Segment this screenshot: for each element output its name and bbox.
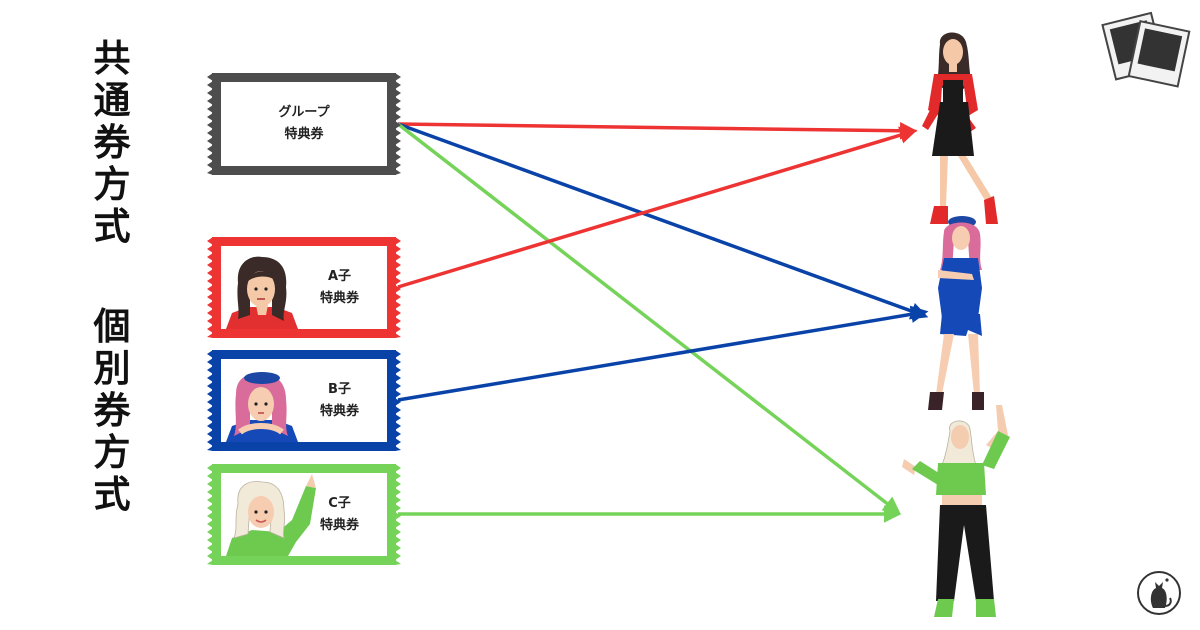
arrow-group-to-a xyxy=(397,122,918,140)
member-a-figure xyxy=(922,32,998,224)
ticket-text: A子 特典券 xyxy=(292,237,387,338)
ticket-b: B子 特典券 xyxy=(207,350,401,451)
ticket-a: A子 特典券 xyxy=(207,237,401,338)
ticket-edge-left xyxy=(207,350,213,451)
arrow-group-to-c xyxy=(396,122,901,515)
label-common-ticket-method: 共 通 券 方 式 xyxy=(93,37,131,248)
member-c-figure xyxy=(902,405,1010,617)
ticket-title: A子 xyxy=(327,268,352,284)
ticket-group: グループ 特典券 xyxy=(207,73,401,175)
photo-prints-icon xyxy=(1101,11,1191,88)
ticket-edge-right xyxy=(395,350,401,451)
cat-logo-icon xyxy=(1137,571,1181,615)
ticket-title: グループ xyxy=(278,105,330,120)
ticket-edge-left xyxy=(207,464,213,565)
arrow-a-to-a xyxy=(397,126,918,289)
label-individual-ticket-method: 個 別 券 方 式 xyxy=(93,305,131,516)
ticket-subtitle: 特典券 xyxy=(284,127,324,142)
ticket-c: C子 特典券 xyxy=(207,464,401,565)
ticket-edge-left xyxy=(207,73,213,175)
ticket-text: C子 特典券 xyxy=(292,464,387,565)
ticket-title: C子 xyxy=(328,495,351,511)
member-a-portrait-icon xyxy=(226,256,298,329)
ticket-subtitle: 特典券 xyxy=(319,290,359,306)
ticket-edge-right xyxy=(395,73,401,175)
arrow-b-to-b xyxy=(397,305,929,402)
ticket-text: B子 特典券 xyxy=(292,350,387,451)
ticket-subtitle: 特典券 xyxy=(319,517,359,533)
member-b-portrait-icon xyxy=(226,372,298,442)
arrow-group-to-b xyxy=(397,122,929,320)
ticket-edge-right xyxy=(395,237,401,338)
ticket-edge-right xyxy=(395,464,401,565)
ticket-subtitle: 特典券 xyxy=(319,403,359,419)
member-c-portrait-icon xyxy=(226,474,316,556)
ticket-title: B子 xyxy=(328,381,351,397)
ticket-text: グループ 特典券 xyxy=(221,73,387,175)
ticket-edge-left xyxy=(207,237,213,338)
member-b-figure xyxy=(928,216,984,410)
ticket-frame xyxy=(212,73,396,175)
